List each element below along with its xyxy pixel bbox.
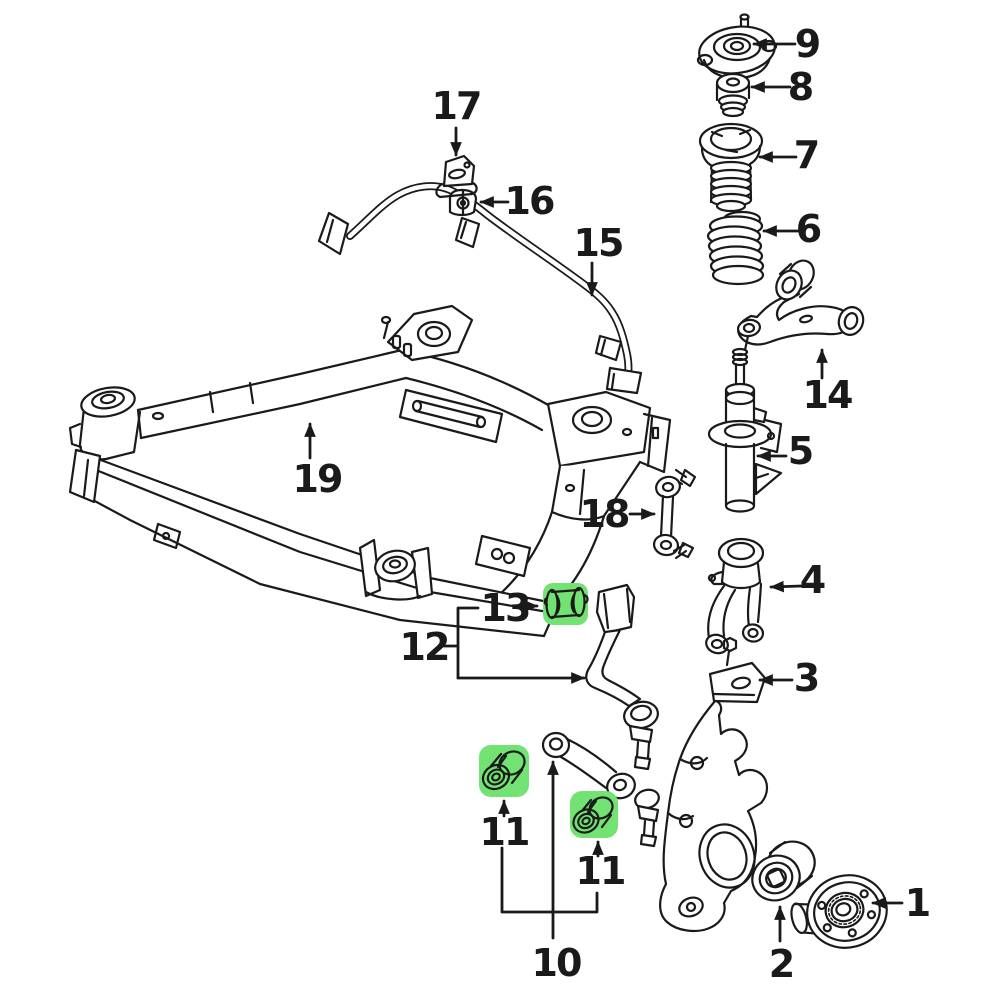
callout-lines — [304, 38, 904, 943]
bump-stop — [715, 72, 751, 118]
callout-bracket-11 — [500, 846, 599, 914]
callout-17: 17 — [432, 84, 481, 128]
strut-shock-absorber — [707, 347, 783, 513]
callout-18: 18 — [580, 492, 629, 536]
strut-fork — [705, 537, 765, 655]
lower-link-arm — [541, 731, 660, 848]
callout-2: 2 — [769, 942, 793, 986]
callout-19: 19 — [293, 457, 342, 501]
callout-16: 16 — [505, 179, 554, 223]
stabilizer-link — [652, 468, 697, 560]
coil-spring — [706, 210, 765, 286]
callout-15: 15 — [574, 221, 623, 265]
callout-6: 6 — [796, 207, 821, 251]
callout-labels: 1 2 3 4 5 6 7 8 9 10 11 11 12 13 14 15 1… — [293, 22, 932, 986]
subframe-crossmember — [68, 304, 672, 638]
highlight-box — [570, 791, 618, 838]
steering-knuckle — [659, 636, 769, 933]
callout-5: 5 — [788, 429, 812, 473]
callout-9: 9 — [795, 22, 820, 66]
callout-11-right: 11 — [576, 849, 625, 893]
callout-8: 8 — [788, 65, 813, 109]
lateral-control-arm — [585, 583, 659, 771]
highlighted-bushing-11-right — [570, 791, 618, 838]
upper-control-arm — [736, 259, 865, 352]
stabilizer-bracket — [435, 154, 478, 199]
callout-1: 1 — [905, 881, 929, 925]
callout-bracket-12 — [439, 606, 480, 680]
callout-7: 7 — [794, 133, 818, 177]
highlighted-bushing-11-left — [479, 745, 529, 797]
callout-13: 13 — [481, 586, 530, 630]
callout-4: 4 — [800, 558, 825, 602]
wheel-bearing — [751, 840, 816, 902]
callout-line-4 — [769, 580, 803, 593]
highlighted-bushing-13 — [543, 583, 589, 625]
callout-14: 14 — [803, 373, 852, 417]
callout-3: 3 — [794, 656, 818, 700]
callout-12: 12 — [400, 625, 449, 669]
stabilizer-bar — [317, 182, 643, 395]
callout-11-left: 11 — [480, 810, 529, 854]
dust-boot — [698, 122, 764, 213]
callout-10: 10 — [532, 941, 581, 985]
